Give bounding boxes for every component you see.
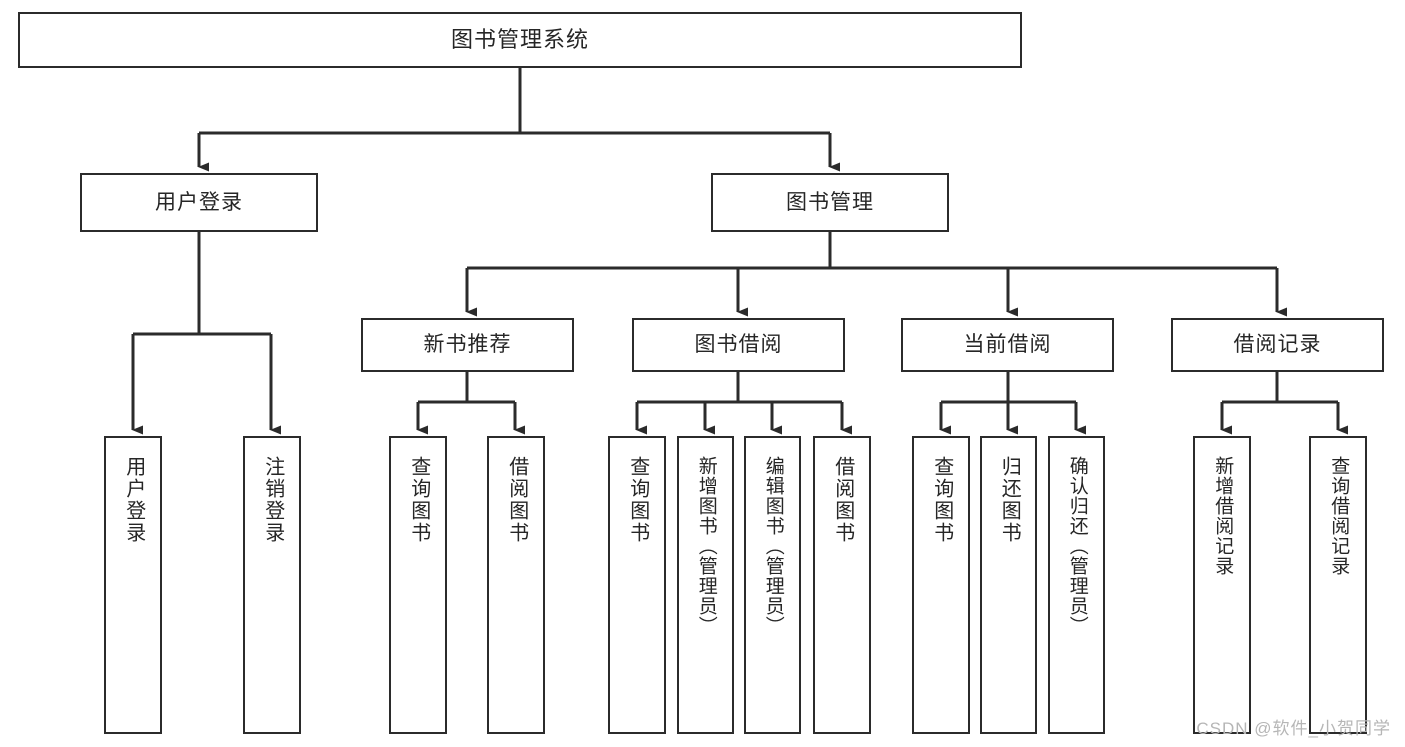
leaf-label: 查询借阅记录	[1328, 456, 1350, 576]
node-new-book-recommend[interactable]: 新书推荐	[361, 318, 574, 372]
leaf-label: 查询图书	[930, 456, 953, 544]
leaf-logout[interactable]: 注销登录	[243, 436, 301, 734]
node-current-borrow[interactable]: 当前借阅	[901, 318, 1114, 372]
leaf-add-book-admin[interactable]: 新增图书（管理员）	[677, 436, 734, 734]
leaf-label: 借阅图书	[831, 456, 854, 544]
leaf-label: 查询图书	[407, 456, 430, 544]
leaf-borrow-book[interactable]: 借阅图书	[813, 436, 871, 734]
leaf-label: 用户登录	[122, 456, 145, 544]
leaf-label: 归还图书	[998, 456, 1021, 544]
leaf-add-borrow-record[interactable]: 新增借阅记录	[1193, 436, 1251, 734]
leaf-label: 确认归还（管理员）	[1066, 456, 1088, 636]
leaf-label: 查询图书	[626, 456, 649, 544]
leaf-label: 编辑图书（管理员）	[762, 456, 784, 636]
leaf-label: 借阅图书	[505, 456, 528, 544]
leaf-label: 新增图书（管理员）	[695, 456, 717, 636]
node-book-management[interactable]: 图书管理	[711, 173, 949, 232]
node-user-login[interactable]: 用户登录	[80, 173, 318, 232]
leaf-borrow-query-book[interactable]: 查询图书	[608, 436, 666, 734]
leaf-query-borrow-record[interactable]: 查询借阅记录	[1309, 436, 1367, 734]
leaf-label: 注销登录	[261, 456, 284, 544]
leaf-current-query-book[interactable]: 查询图书	[912, 436, 970, 734]
node-borrow-record[interactable]: 借阅记录	[1171, 318, 1384, 372]
leaf-return-book[interactable]: 归还图书	[980, 436, 1037, 734]
leaf-edit-book-admin[interactable]: 编辑图书（管理员）	[744, 436, 801, 734]
leaf-confirm-return-admin[interactable]: 确认归还（管理员）	[1048, 436, 1105, 734]
node-book-borrow[interactable]: 图书借阅	[632, 318, 845, 372]
leaf-new-book-borrow[interactable]: 借阅图书	[487, 436, 545, 734]
leaf-new-book-query[interactable]: 查询图书	[389, 436, 447, 734]
leaf-user-login[interactable]: 用户登录	[104, 436, 162, 734]
node-root-system[interactable]: 图书管理系统	[18, 12, 1022, 68]
leaf-label: 新增借阅记录	[1212, 456, 1234, 576]
